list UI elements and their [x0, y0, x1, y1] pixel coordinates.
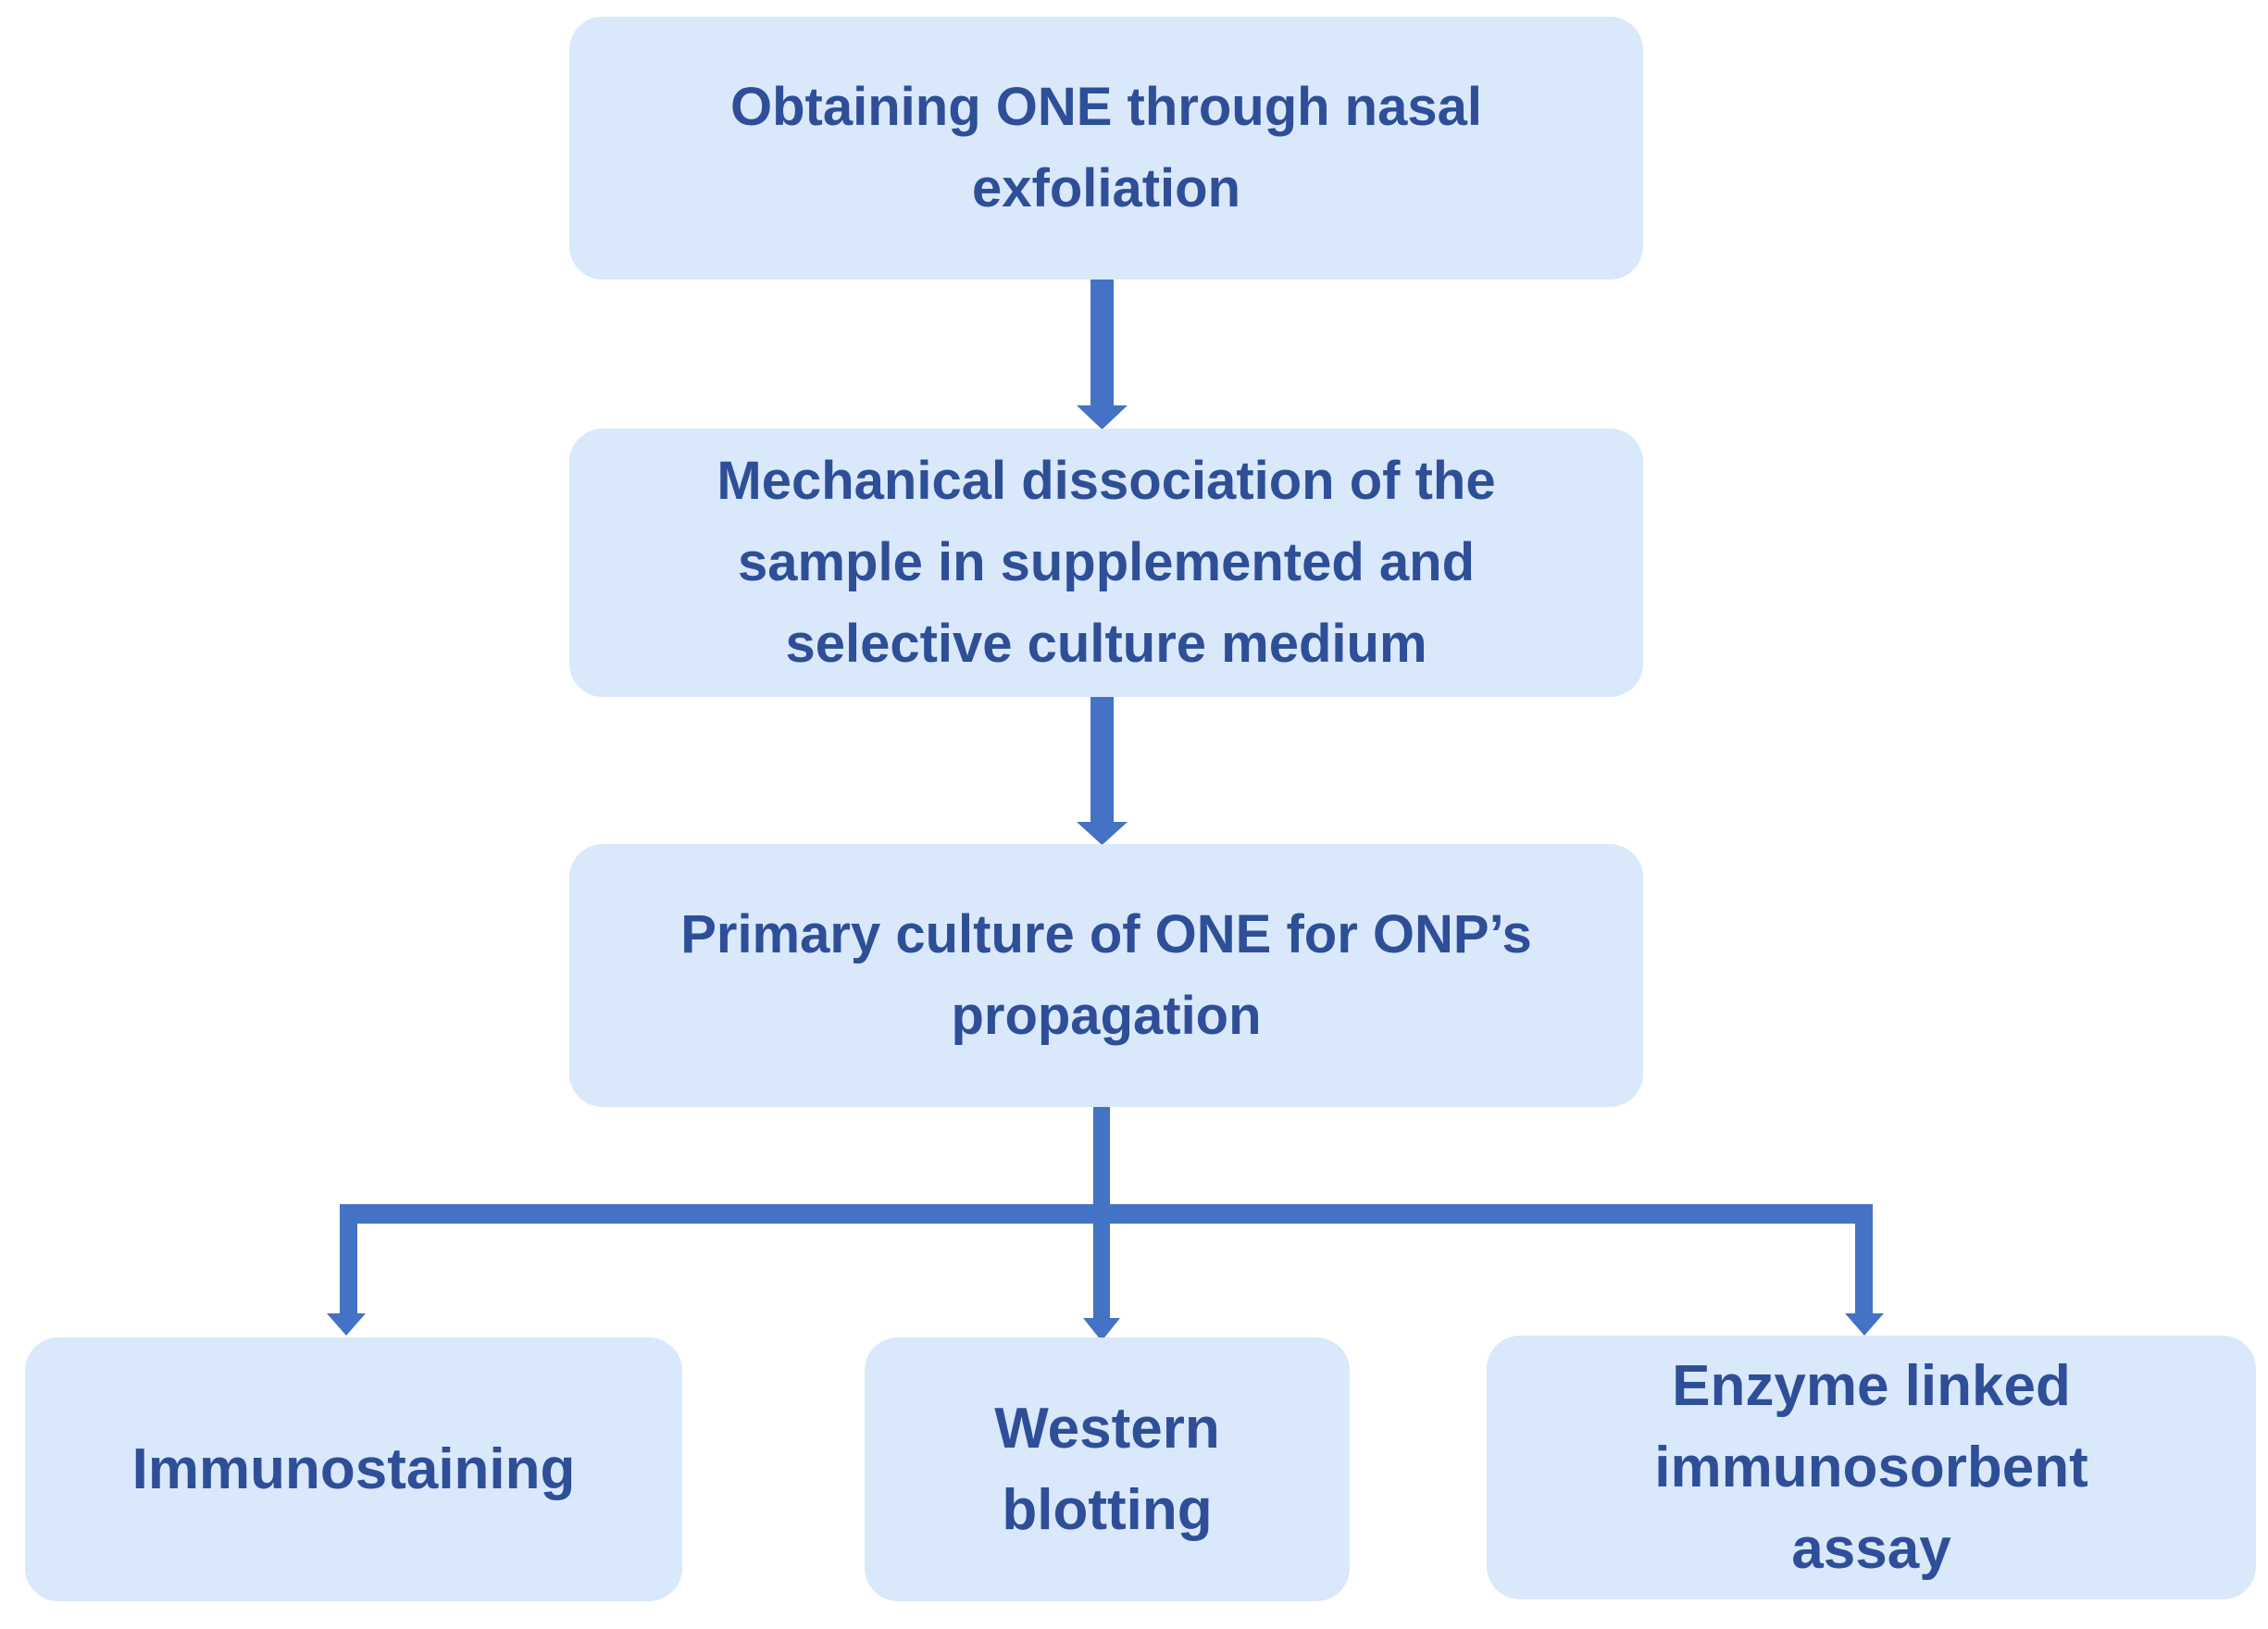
- node-immunostaining-label: Immunostaining: [131, 1436, 576, 1501]
- node-mechanical-dissociation: Mechanical dissociation of the sample in…: [569, 429, 1643, 697]
- node-western-blotting-label: Western blotting: [994, 1396, 1220, 1542]
- node-obtaining-one: Obtaining ONE through nasal exfoliation: [569, 17, 1643, 280]
- node-primary-culture-label: Primary culture of ONE for ONP’s propaga…: [680, 904, 1532, 1046]
- node-enzyme-linked-immunosorbent-assay-label: Enzyme linked immunosorbent assay: [1654, 1353, 2088, 1581]
- node-western-blotting: Western blotting: [865, 1337, 1350, 1601]
- node-mechanical-dissociation-label: Mechanical dissociation of the sample in…: [717, 451, 1496, 674]
- node-obtaining-one-label: Obtaining ONE through nasal exfoliation: [730, 77, 1482, 218]
- node-primary-culture: Primary culture of ONE for ONP’s propaga…: [569, 844, 1643, 1107]
- arrow-obtaining-to-dissociation: [1077, 280, 1128, 429]
- node-immunostaining: Immunostaining: [25, 1337, 682, 1601]
- node-enzyme-linked-immunosorbent-assay: Enzyme linked immunosorbent assay: [1487, 1336, 2256, 1599]
- arrow-dissociation-to-primary-culture: [1077, 697, 1128, 845]
- branch-connector: [327, 1107, 1884, 1341]
